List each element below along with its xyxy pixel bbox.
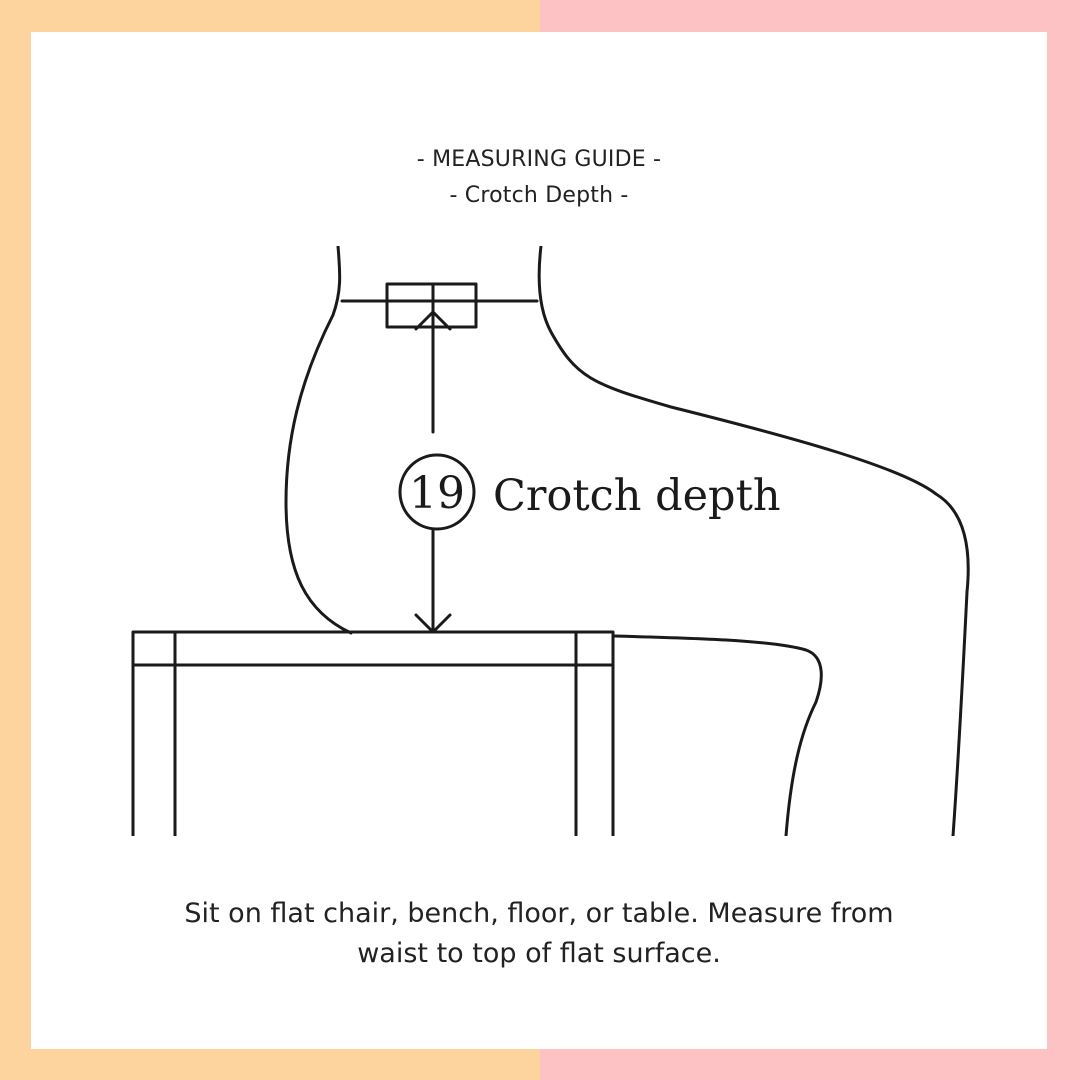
measurement-number-circle: [398, 453, 476, 531]
instructions-line-1: Sit on flat chair, bench, floor, or tabl…: [184, 898, 894, 929]
body-outline-right: [537, 246, 970, 836]
instructions-line-2: waist to top of flat surface.: [357, 938, 721, 969]
guide-card: - MEASURING GUIDE - - Crotch Depth -: [31, 32, 1047, 1049]
arrow-up-icon: [414, 310, 452, 331]
guide-title: - MEASURING GUIDE -: [416, 147, 662, 172]
bench-top: [131, 630, 615, 667]
measuring-instructions: Sit on flat chair, bench, floor, or tabl…: [91, 894, 987, 974]
guide-subtitle: - Crotch Depth -: [449, 183, 629, 208]
body-outline-left: [284, 246, 353, 635]
measurement-number: 19: [409, 468, 465, 519]
crotch-depth-illustration: 19 Crotch depth: [131, 246, 970, 836]
guide-header: - MEASURING GUIDE - - Crotch Depth -: [31, 142, 1047, 214]
measurement-label: Crotch depth: [493, 471, 781, 521]
thigh-outline: [611, 634, 823, 836]
